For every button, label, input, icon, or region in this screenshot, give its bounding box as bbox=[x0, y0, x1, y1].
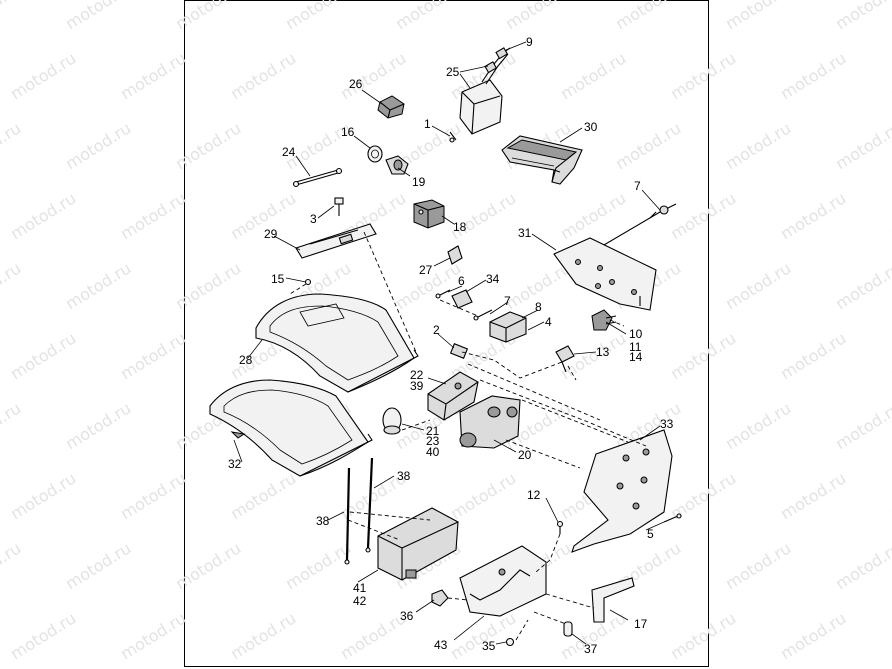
callout-7-top: 7 bbox=[634, 179, 641, 193]
callout-32: 32 bbox=[228, 457, 242, 471]
callout-43: 43 bbox=[434, 638, 448, 652]
part-stud-7b bbox=[473, 309, 493, 321]
callout-39: 39 bbox=[410, 379, 424, 393]
callout-35: 35 bbox=[482, 639, 496, 653]
part-screw-6 bbox=[435, 289, 451, 299]
part-switch-26 bbox=[377, 95, 405, 119]
part-nut-35 bbox=[505, 637, 515, 647]
callout-11: 11 bbox=[629, 340, 642, 354]
part-screw-12 bbox=[556, 520, 564, 534]
part-block-8 bbox=[489, 311, 527, 343]
part-cap-21 bbox=[382, 407, 402, 435]
callout-41: 41 bbox=[353, 581, 367, 595]
callout-36: 36 bbox=[400, 609, 414, 623]
part-fuse-27 bbox=[447, 245, 463, 265]
callout-8: 8 bbox=[535, 300, 542, 314]
callout-31: 31 bbox=[518, 226, 532, 240]
part-plate-33 bbox=[571, 429, 673, 553]
callout-2: 2 bbox=[433, 323, 440, 337]
callout-38-right: 38 bbox=[397, 469, 411, 483]
callout-4: 4 bbox=[545, 315, 552, 329]
part-relay-25 bbox=[459, 47, 511, 135]
callout-24: 24 bbox=[282, 145, 296, 159]
callout-34: 34 bbox=[486, 272, 500, 286]
callout-14: 14 bbox=[629, 350, 643, 364]
callout-42: 42 bbox=[353, 594, 367, 608]
part-nut-36 bbox=[431, 589, 449, 607]
part-connector-13 bbox=[555, 345, 575, 373]
part-panel-28 bbox=[255, 293, 419, 393]
callout-6: 6 bbox=[458, 274, 465, 288]
part-tray-43 bbox=[459, 545, 547, 617]
part-panel-32 bbox=[209, 379, 373, 477]
callout-25: 25 bbox=[446, 65, 460, 79]
part-bracket-29 bbox=[295, 223, 377, 259]
callout-29: 29 bbox=[264, 227, 278, 241]
callout-15: 15 bbox=[271, 272, 285, 286]
callout-16: 16 bbox=[341, 125, 355, 139]
callout-19: 19 bbox=[412, 175, 426, 189]
part-strap-38 bbox=[344, 457, 374, 565]
part-pin-1 bbox=[449, 131, 457, 143]
part-module-18 bbox=[413, 199, 445, 229]
callout-20: 20 bbox=[518, 448, 532, 462]
callout-13: 13 bbox=[596, 345, 610, 359]
callout-7-mid: 7 bbox=[504, 294, 511, 308]
callout-23: 23 bbox=[426, 434, 440, 448]
part-battery-box-30 bbox=[501, 135, 583, 185]
part-housing-20 bbox=[459, 395, 521, 449]
part-shaft-2 bbox=[449, 343, 469, 359]
part-bolt-5 bbox=[663, 513, 682, 523]
assembly-lines bbox=[289, 231, 647, 641]
part-battery-41 bbox=[377, 507, 459, 581]
part-bolt-3 bbox=[334, 197, 344, 216]
callout-17: 17 bbox=[634, 617, 648, 631]
part-clip-34 bbox=[451, 289, 473, 309]
callout-40: 40 bbox=[426, 445, 440, 459]
part-plate-31 bbox=[553, 237, 657, 311]
part-screw-15 bbox=[304, 278, 312, 286]
part-bracket-17 bbox=[591, 577, 635, 623]
callout-9: 9 bbox=[526, 35, 533, 49]
callout-30: 30 bbox=[584, 120, 598, 134]
part-spacer-37 bbox=[563, 621, 573, 637]
callout-21: 21 bbox=[426, 424, 440, 438]
part-ring-16 bbox=[367, 145, 383, 163]
callout-38-left: 38 bbox=[316, 514, 330, 528]
callout-12: 12 bbox=[527, 488, 541, 502]
callout-28: 28 bbox=[239, 353, 253, 367]
callout-labels: 1 2 3 4 5 6 7 7 8 9 10 11 12 13 14 15 16… bbox=[228, 35, 674, 656]
leader-lines bbox=[233, 41, 665, 645]
callout-1: 1 bbox=[424, 117, 431, 131]
callout-33: 33 bbox=[660, 417, 674, 431]
part-socket-19 bbox=[385, 155, 409, 175]
part-actuator-22 bbox=[427, 371, 479, 421]
callout-26: 26 bbox=[349, 77, 363, 91]
callout-18: 18 bbox=[453, 220, 467, 234]
callout-5: 5 bbox=[647, 527, 654, 541]
callout-10: 10 bbox=[629, 327, 643, 341]
callout-37: 37 bbox=[584, 642, 598, 656]
part-connector-10 bbox=[591, 309, 617, 331]
callout-22: 22 bbox=[410, 368, 424, 382]
callout-27: 27 bbox=[419, 263, 433, 277]
callout-3: 3 bbox=[310, 212, 317, 226]
part-lead-24 bbox=[292, 167, 343, 188]
